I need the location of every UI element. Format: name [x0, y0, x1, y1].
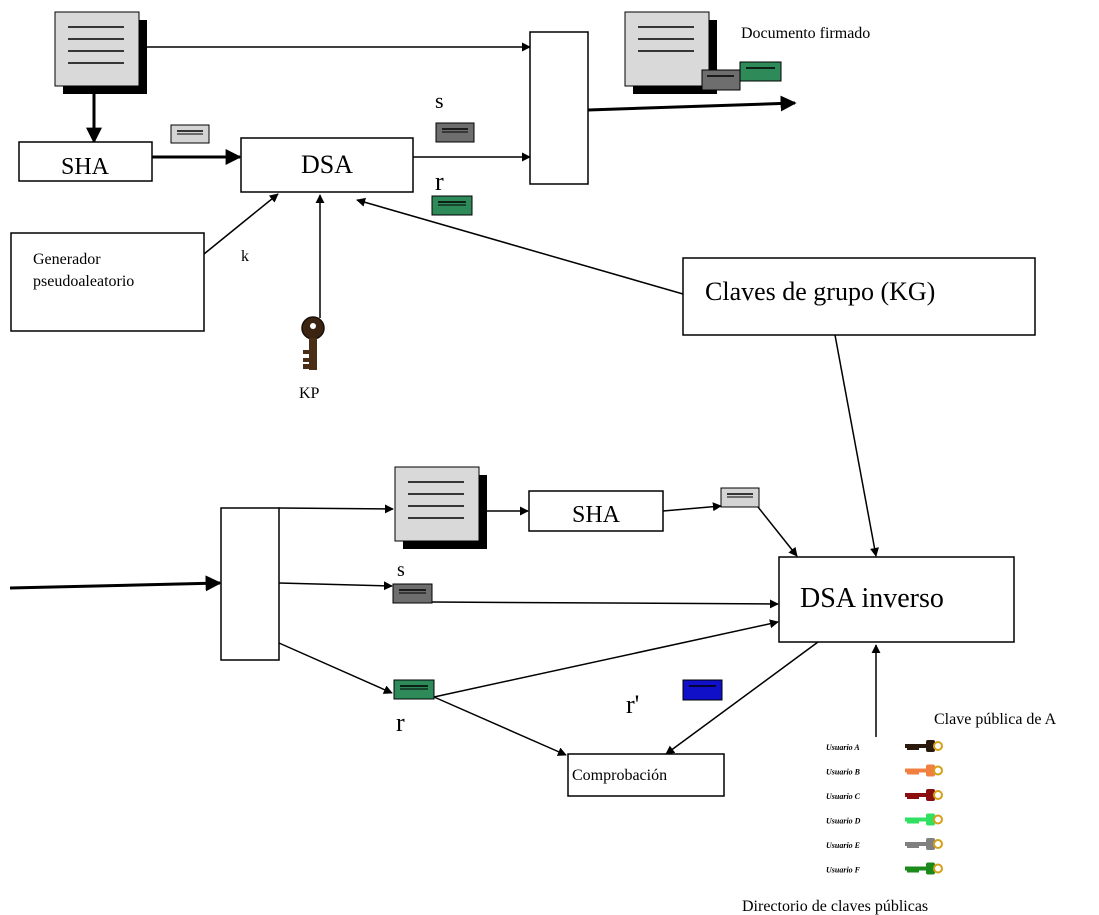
r-prime-token [682, 679, 723, 701]
directory-user-label: Usuario E [826, 841, 860, 850]
arrow-r-to-dsa-inverse [433, 619, 779, 698]
arrow-r-to-check [433, 696, 567, 756]
signed-document-label: Documento firmado [741, 25, 870, 42]
dsa-inverse-label: DSA inverso [800, 583, 944, 614]
generator-label-2: pseudoaleatorio [33, 273, 134, 290]
directory-row: Usuario D [826, 813, 943, 826]
signed-document-icon [624, 11, 782, 94]
random-generator-box: Generador pseudoaleatorio [10, 232, 205, 332]
public-key-directory: Usuario A Usuario B Usuario C Usuario D Usua… [826, 740, 943, 875]
s-label-top: s [435, 88, 444, 113]
public-key-a-label: Clave pública de A [934, 711, 1057, 728]
arrow-kg-to-dsa-inverse [834, 334, 879, 557]
check-label: Comprobación [572, 767, 667, 784]
source-document-icon [54, 11, 147, 94]
directory-row: Usuario B [826, 764, 943, 777]
dsa-box: DSA [240, 137, 414, 193]
arrow-splitter-to-r [278, 642, 393, 694]
key-icon [905, 740, 943, 752]
s-token-top [435, 122, 475, 143]
r-label-bottom: r [396, 708, 405, 737]
hash-token-bottom [720, 487, 760, 508]
arrow-kg-to-dsa [356, 197, 684, 295]
r-prime-label: r' [626, 690, 639, 719]
arrow-splitter-to-doc [278, 504, 394, 514]
hash-token-top [170, 124, 210, 144]
directory-user-label: Usuario D [826, 817, 861, 826]
sha-label-top: SHA [61, 154, 110, 180]
directory-row: Usuario C [826, 789, 943, 801]
directory-user-label: Usuario B [826, 768, 861, 777]
r-token-bottom [393, 679, 435, 700]
directory-row: Usuario F [826, 862, 943, 875]
s-token-bottom [392, 583, 433, 604]
check-box: Comprobación [567, 753, 725, 797]
combiner-box-top [529, 31, 589, 185]
arrow-dsa-inverse-to-check [665, 641, 819, 755]
sha-box-top: SHA [18, 141, 153, 182]
group-keys-label: Claves de grupo (KG) [705, 277, 935, 306]
private-key-icon [301, 316, 325, 370]
arrow-input-to-splitter [9, 575, 222, 592]
arrow-hash-to-dsa-inverse [757, 506, 798, 557]
key-icon [905, 789, 943, 801]
received-document-icon [394, 466, 487, 549]
directory-row: Usuario E [826, 838, 943, 850]
arrow-s-to-dsa-inverse [431, 599, 779, 609]
arrow-splitter-to-s [278, 581, 393, 591]
directory-label: Directorio de claves públicas [742, 898, 928, 915]
r-label-top: r [435, 167, 444, 196]
dsa-inverse-box: DSA inverso [778, 556, 1015, 643]
kp-label: KP [299, 385, 320, 402]
key-icon [905, 764, 943, 777]
group-keys-box: Claves de grupo (KG) [682, 257, 1036, 336]
dsa-label: DSA [301, 150, 353, 179]
generator-label-1: Generador [33, 251, 101, 268]
directory-user-label: Usuario F [826, 866, 861, 875]
splitter-box [220, 507, 280, 661]
key-icon [905, 813, 943, 826]
sha-box-bottom: SHA [528, 490, 664, 532]
k-label: k [241, 248, 249, 265]
directory-user-label: Usuario C [826, 792, 861, 801]
key-icon [905, 838, 943, 850]
directory-row: Usuario A [826, 740, 943, 752]
arrow-combiner-to-output [587, 95, 797, 112]
sha-label-bottom: SHA [572, 502, 621, 528]
r-token-top [431, 195, 473, 216]
directory-user-label: Usuario A [826, 743, 860, 752]
arrow-generator-to-dsa [203, 193, 279, 255]
s-label-bottom: s [397, 559, 405, 581]
key-icon [905, 862, 943, 875]
arrow-sha-to-hash-token [662, 502, 722, 512]
